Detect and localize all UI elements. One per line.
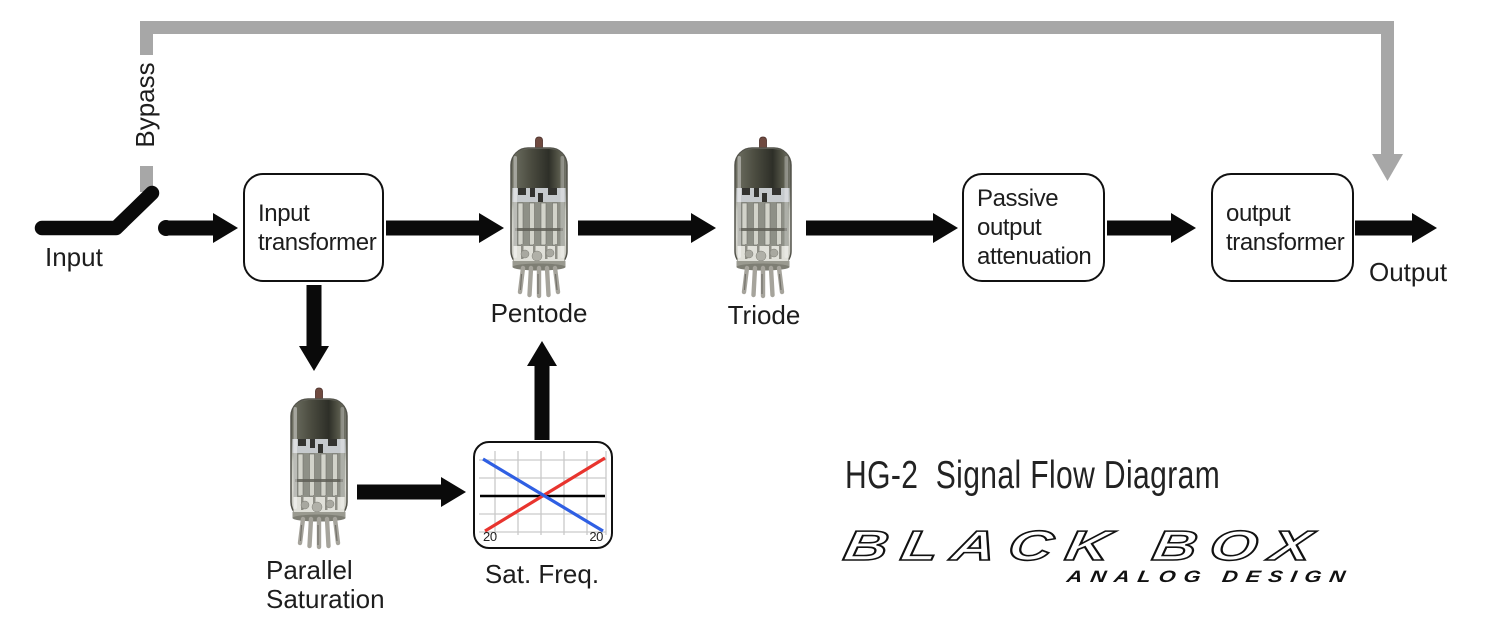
sat-freq-blue-line [482,457,604,533]
output-transformer-line2: transformer [1226,228,1345,256]
bypass-arrowhead-icon [1372,154,1403,181]
black-box-logo: BLACK BOX ANALOG DESIGN [840,521,1355,586]
sat-freq-chart [479,451,607,535]
attenuation-line3: attenuation [977,243,1092,270]
logo-analog-design-text: ANALOG DESIGN [1064,567,1355,586]
logo-blackbox-text: BLACK BOX [840,522,1328,569]
attenuation-line1: Passive [977,185,1059,212]
input-transformer-line2: transformer [258,228,377,256]
pentode-label: Pentode [490,298,588,328]
input-switch [34,185,160,236]
attenuation-line2: output [977,214,1042,241]
sat-freq-grid [479,451,607,535]
diagram-title: HG-2 Signal Flow Diagram [845,454,1221,497]
triode-label: Triode [727,300,801,330]
sat-freq-left-tick: 20 [483,529,497,544]
flow-arrows [158,213,1437,507]
triode-tube-image [735,137,791,296]
bypass-line [140,21,1394,156]
parallel-saturation-tube-image [291,388,347,547]
output-label: Output [1369,257,1448,287]
pentode-tube-image [511,137,567,296]
sat-freq-node: 20 20 [473,441,613,549]
parallel-saturation-line1: Parallel [266,555,353,585]
bypass-label: Bypass [130,62,160,148]
sat-freq-right-tick: 20 [589,529,603,544]
parallel-saturation-label: Parallel Saturation [266,556,385,614]
output-transformer-line1: output [1226,199,1291,227]
output-transformer-node: output transformer [1211,173,1354,282]
input-label: Input [45,242,103,272]
sat-freq-label: Sat. Freq. [484,559,600,589]
passive-output-attenuation-node: Passive output attenuation [962,173,1105,282]
input-transformer-line1: Input [258,199,310,227]
input-transformer-node: Input transformer [243,173,384,282]
parallel-saturation-line2: Saturation [266,584,385,614]
